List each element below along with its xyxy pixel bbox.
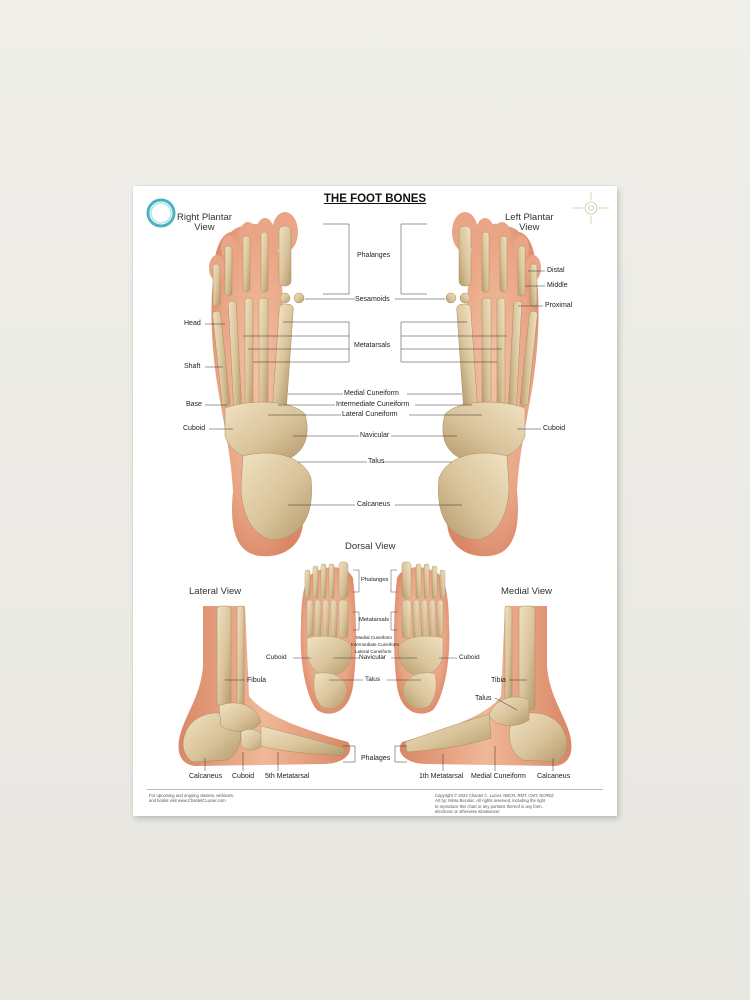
left-plantar-title-line2: View [519,222,540,234]
right-plantar-title-line2: View [194,222,215,234]
left-plantar-title-line1: Left Plantar [505,212,554,223]
medial-leader-lines [394,679,554,771]
label-calcaneus: Calcaneus [357,501,391,508]
label-cuboid-left: Cuboid [183,425,206,432]
footer-right-line3: to reproduce this chart or any portions … [435,803,543,809]
sun-emblem [573,192,609,224]
footer-left-line2: and books visit www.ChantelCLucier.com [149,798,226,804]
label-cuboid-right: Cuboid [543,425,566,432]
label-distal: Distal [547,267,565,274]
footer-right-line4: electronic or otherwise whatsoever. [435,808,501,814]
poster-title: THE FOOT BONES [323,193,427,205]
label-middle: Middle [547,282,568,289]
lateral-label-fifth-metatarsal: 5th Metatarsal [265,773,310,780]
dorsal-label-medial-cuneiform: Medial Cuneiform [356,635,392,640]
medial-foot [399,605,572,766]
label-proximal: Proximal [545,302,573,309]
medial-label-talus: Talus [475,695,492,702]
left-plantar-view-title: Left Plantar View [505,212,554,234]
label-phalages: Phalages [361,755,391,762]
poster-print: THE FOOT BONES Right Plantar View Left P… [133,186,617,816]
dorsal-leader-lines [293,569,457,681]
label-medial-cuneiform: Medial Cuneiform [344,390,399,397]
label-talus: Talus [368,458,385,465]
dorsal-label-lateral-cuneiform: Lateral Cuneiform [355,649,392,654]
right-plantar-foot [209,212,312,557]
lateral-label-fibula: Fibula [247,677,267,684]
footer-left-line1: For upcoming and ongoing classes, webina… [149,793,235,798]
medial-label-medial-cuneiform: Medial Cuneiform [471,773,526,780]
lateral-foot [178,605,351,766]
label-metatarsals: Metatarsals [354,342,391,349]
brand-logo [146,198,176,228]
label-phalanges: Phalanges [357,252,391,259]
dorsal-label-phalanges: Phalanges [361,577,389,583]
medial-label-calcaneus: Calcaneus [537,773,571,780]
label-lateral-cuneiform: Lateral Cuneiform [342,411,398,418]
lateral-view-title: Lateral View [189,586,242,597]
medial-view-title: Medial View [501,586,553,597]
left-plantar-foot [438,212,541,557]
dorsal-label-navicular: Navicular [359,654,387,661]
dorsal-label-metatarsals: Metatarsals [359,617,389,623]
dorsal-label-cuboid-right: Cuboid [459,654,480,661]
label-intermediate-cuneiform: Intermediate Cuneiform [336,401,410,408]
dorsal-left-foot [394,561,450,714]
center-leader-lines [205,223,545,506]
footer-divider [147,789,603,790]
anatomy-illustration [146,192,609,771]
footer-copyright: Copyright © 2022 Chantel C. Lucier, NBCR… [435,793,554,814]
dorsal-label-intermediate-cuneiform: Intermediate Cuneiform [351,642,400,647]
medial-label-first-metatarsal: 1th Metatarsal [419,773,464,780]
medial-label-tibia: Tibia [491,677,506,684]
lateral-label-calcaneus: Calcaneus [189,773,223,780]
lateral-label-cuboid: Cuboid [232,773,255,780]
footer-right-line1: Copyright © 2022 Chantel C. Lucier, NBCR… [435,793,554,798]
label-shaft: Shaft [184,363,201,370]
label-sesamoids: Sesamoids [355,296,390,303]
right-plantar-title-line1: Right Plantar [177,212,232,223]
dorsal-label-talus: Talus [365,676,381,683]
footer-left-note: For upcoming and ongoing classes, webina… [149,793,234,804]
dorsal-label-cuboid-left: Cuboid [266,654,287,661]
label-head: Head [184,320,201,327]
lateral-leader-lines [204,679,356,771]
label-base: Base [186,401,202,408]
right-plantar-view-title: Right Plantar View [177,212,232,234]
dorsal-view-title: Dorsal View [345,541,396,552]
footer-right-line2: Art by: Mirsa Becukic. All rights reserv… [435,798,546,804]
dorsal-right-foot [300,561,356,714]
label-navicular: Navicular [360,432,390,439]
